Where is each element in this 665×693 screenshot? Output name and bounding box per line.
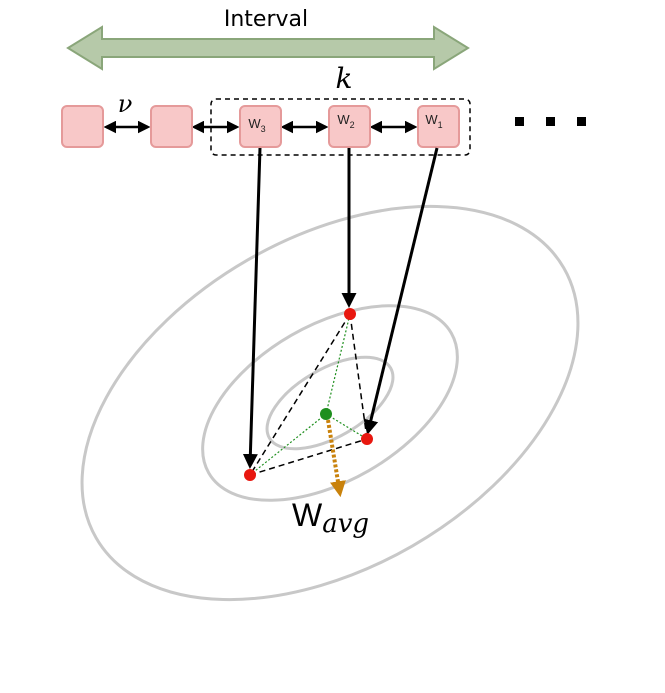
- weight-box-2: [150, 105, 193, 148]
- box-w2-label: W2: [337, 112, 354, 130]
- projection-arrow-w1: [363, 147, 439, 435]
- weight-box-w2: [328, 105, 371, 148]
- box-w1-label: W1: [425, 112, 442, 130]
- k-label: k: [336, 62, 353, 95]
- contour-outer: [80, 204, 580, 602]
- point-w2: [344, 308, 356, 320]
- point-average: [320, 408, 332, 420]
- weight-triangle: [249, 313, 368, 476]
- point-w1: [361, 433, 373, 445]
- projection-arrow-w3: [242, 147, 262, 469]
- contour-inner: [265, 355, 395, 451]
- centroid-lines: [249, 313, 368, 476]
- weight-box-1: [61, 105, 104, 148]
- interval-arrow: [66, 25, 470, 71]
- average-arrow: [326, 419, 346, 498]
- ellipsis-dots: [515, 117, 586, 126]
- weight-boxes: [61, 105, 460, 148]
- wavg-label: Wavg: [292, 497, 369, 539]
- nu-label: ν: [118, 90, 133, 118]
- projection-arrows: [242, 147, 439, 469]
- contour-middle: [201, 304, 459, 502]
- weight-box-w1: [417, 105, 460, 148]
- interval-label: Interval: [224, 7, 308, 32]
- loss-contours: [80, 204, 580, 602]
- point-w3: [244, 469, 256, 481]
- box-w3-label: W3: [248, 116, 265, 134]
- weight-box-w3: [239, 105, 282, 148]
